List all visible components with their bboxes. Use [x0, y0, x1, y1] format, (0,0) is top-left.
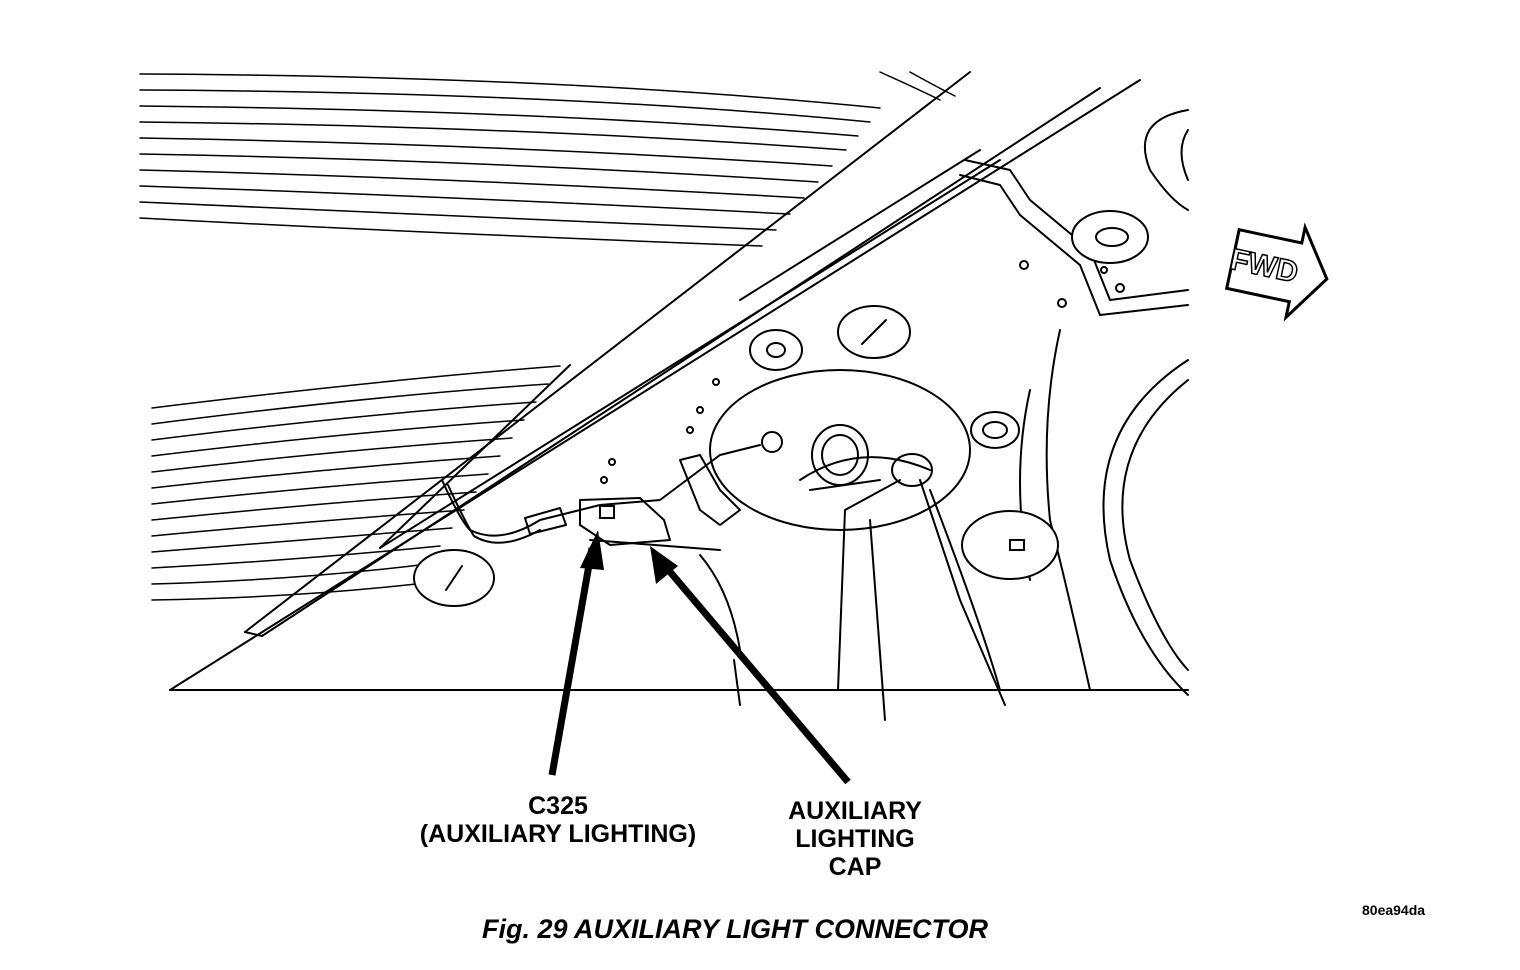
cap-label-line1: AUXILIARY — [788, 797, 922, 825]
wiring-harness — [441, 431, 783, 706]
upper-ribs — [139, 71, 956, 247]
fwd-arrow-icon: FWD — [1224, 222, 1329, 322]
filler-boss — [709, 369, 1006, 721]
floor-pan — [959, 109, 1189, 696]
c325-arrowhead — [580, 530, 604, 570]
cap-label-line2: LIGHTING — [795, 825, 915, 853]
c325-callout: C325 (AUXILIARY LIGHTING) — [398, 792, 718, 848]
cap-leader — [657, 557, 851, 785]
lower-ribs — [151, 365, 561, 601]
cap-arrowhead — [650, 546, 678, 584]
c325-leader — [548, 547, 596, 776]
c325-label: C325 — [528, 792, 588, 820]
diagonal-rails — [169, 71, 1189, 691]
image-code: 80ea94da — [1362, 902, 1426, 918]
figure-caption: Fig. 29 AUXILIARY LIGHT CONNECTOR — [481, 914, 989, 944]
c325-sublabel: (AUXILIARY LIGHTING) — [419, 820, 697, 848]
cap-callout: AUXILIARY LIGHTING CAP — [740, 797, 970, 881]
cap-label-line3: CAP — [828, 853, 882, 881]
floor-plugs — [413, 210, 1149, 607]
leader-arrows — [548, 530, 851, 785]
